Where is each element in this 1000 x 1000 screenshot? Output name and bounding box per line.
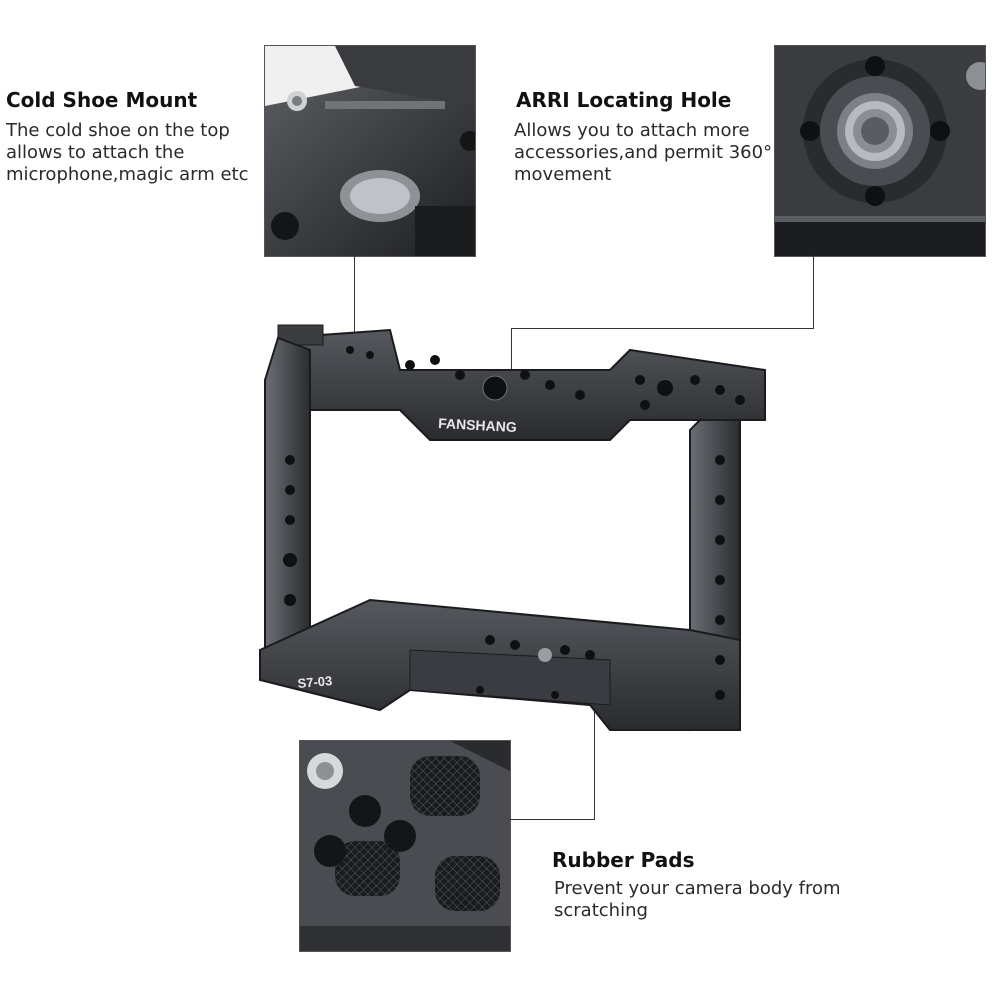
cold-shoe-title: Cold Shoe Mount bbox=[6, 88, 198, 112]
model-number-text: S7-03 bbox=[297, 673, 333, 691]
cold-shoe-leader-line bbox=[354, 255, 355, 350]
brand-logo-text: FANSHANG bbox=[438, 415, 517, 435]
cold-shoe-line-1: The cold shoe on the top bbox=[6, 120, 230, 141]
arri-leader-vertical bbox=[813, 255, 814, 328]
rubber-pads-title: Rubber Pads bbox=[552, 848, 695, 872]
rubber-pads-closeup bbox=[299, 740, 511, 952]
arri-line-2: accessories,and permit 360° bbox=[514, 142, 773, 163]
arri-hole-closeup bbox=[774, 45, 986, 257]
arri-hole-closeup-image bbox=[775, 46, 985, 256]
cold-shoe-description: The cold shoe on the top allows to attac… bbox=[6, 120, 249, 186]
arri-leader-horizontal bbox=[511, 328, 814, 329]
rubber-pads-description: Prevent your camera body from scratching bbox=[554, 878, 841, 922]
arri-leader-drop bbox=[511, 328, 512, 380]
arri-line-3: movement bbox=[514, 164, 612, 185]
camera-cage-product: FANSHANG S7-03 bbox=[250, 310, 770, 750]
arri-hole-description: Allows you to attach more accessories,an… bbox=[514, 120, 772, 186]
cold-shoe-closeup-image bbox=[265, 46, 475, 256]
rubber-leader-vertical bbox=[594, 680, 595, 820]
rubber-pads-closeup-image bbox=[300, 741, 510, 951]
arri-line-1: Allows you to attach more bbox=[514, 120, 750, 141]
arri-hole-title: ARRI Locating Hole bbox=[516, 88, 732, 112]
rubber-line-2: scratching bbox=[554, 900, 648, 921]
cold-shoe-line-3: microphone,magic arm etc bbox=[6, 164, 249, 185]
camera-cage-illustration: FANSHANG S7-03 bbox=[259, 324, 766, 732]
cold-shoe-closeup bbox=[264, 45, 476, 257]
rubber-leader-horizontal bbox=[509, 819, 595, 820]
cold-shoe-line-2: allows to attach the bbox=[6, 142, 185, 163]
rubber-line-1: Prevent your camera body from bbox=[554, 878, 841, 899]
